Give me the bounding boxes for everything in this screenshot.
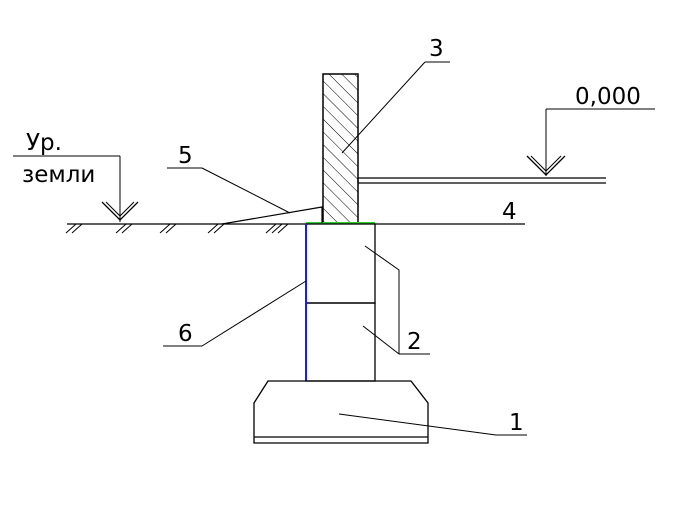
callout-6-leader [201,280,307,347]
ground-level-arrow [101,201,139,221]
wall [322,73,359,224]
ground-level-label-line1: Ур. [26,130,62,156]
blind-area [221,206,323,225]
callout-2-label: 2 [407,329,422,355]
level-zero-label: 0,000 [575,84,641,110]
level-zero-arrow [526,155,566,176]
callout-1-leader [338,413,497,436]
foundation-block-upper [305,223,376,304]
foundation-pad [253,380,429,444]
ground-level-label-line2: земли [22,162,95,188]
callout-6-label: 6 [178,321,193,347]
callout-5-label: 5 [178,143,193,169]
callout-5-leader [201,167,291,214]
callout-2-leader-lower [362,325,400,355]
callout-2-leader-upper [364,245,400,354]
callout-3-leader [341,61,426,154]
callout-3-label: 3 [429,36,444,62]
callout-4-label: 4 [502,199,517,225]
callout-1-label: 1 [509,410,524,436]
ground-hatching [65,223,289,234]
foundation-block-lower [305,302,376,382]
